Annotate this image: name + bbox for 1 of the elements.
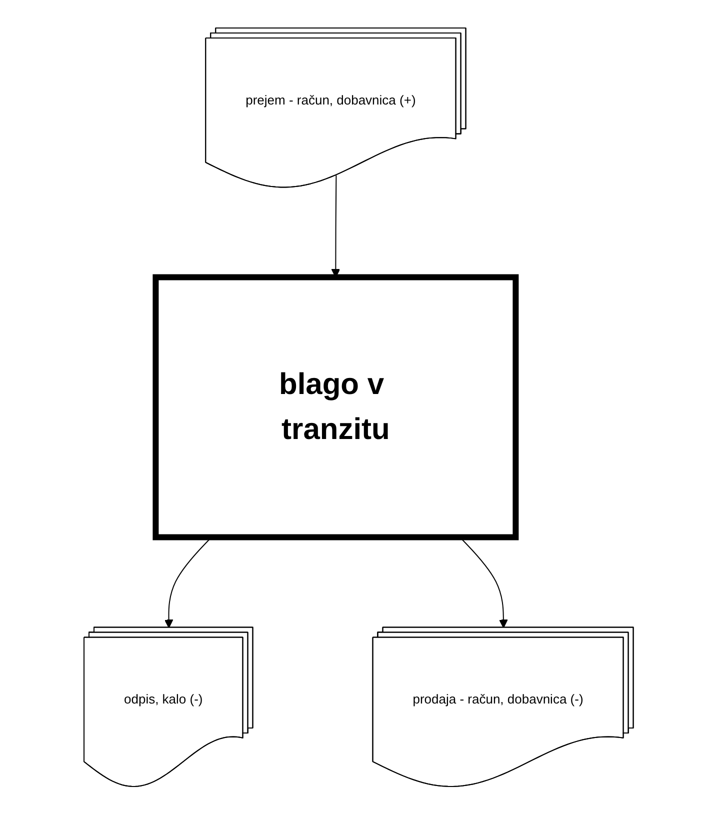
node-box: blago v tranzitu: [153, 274, 520, 540]
